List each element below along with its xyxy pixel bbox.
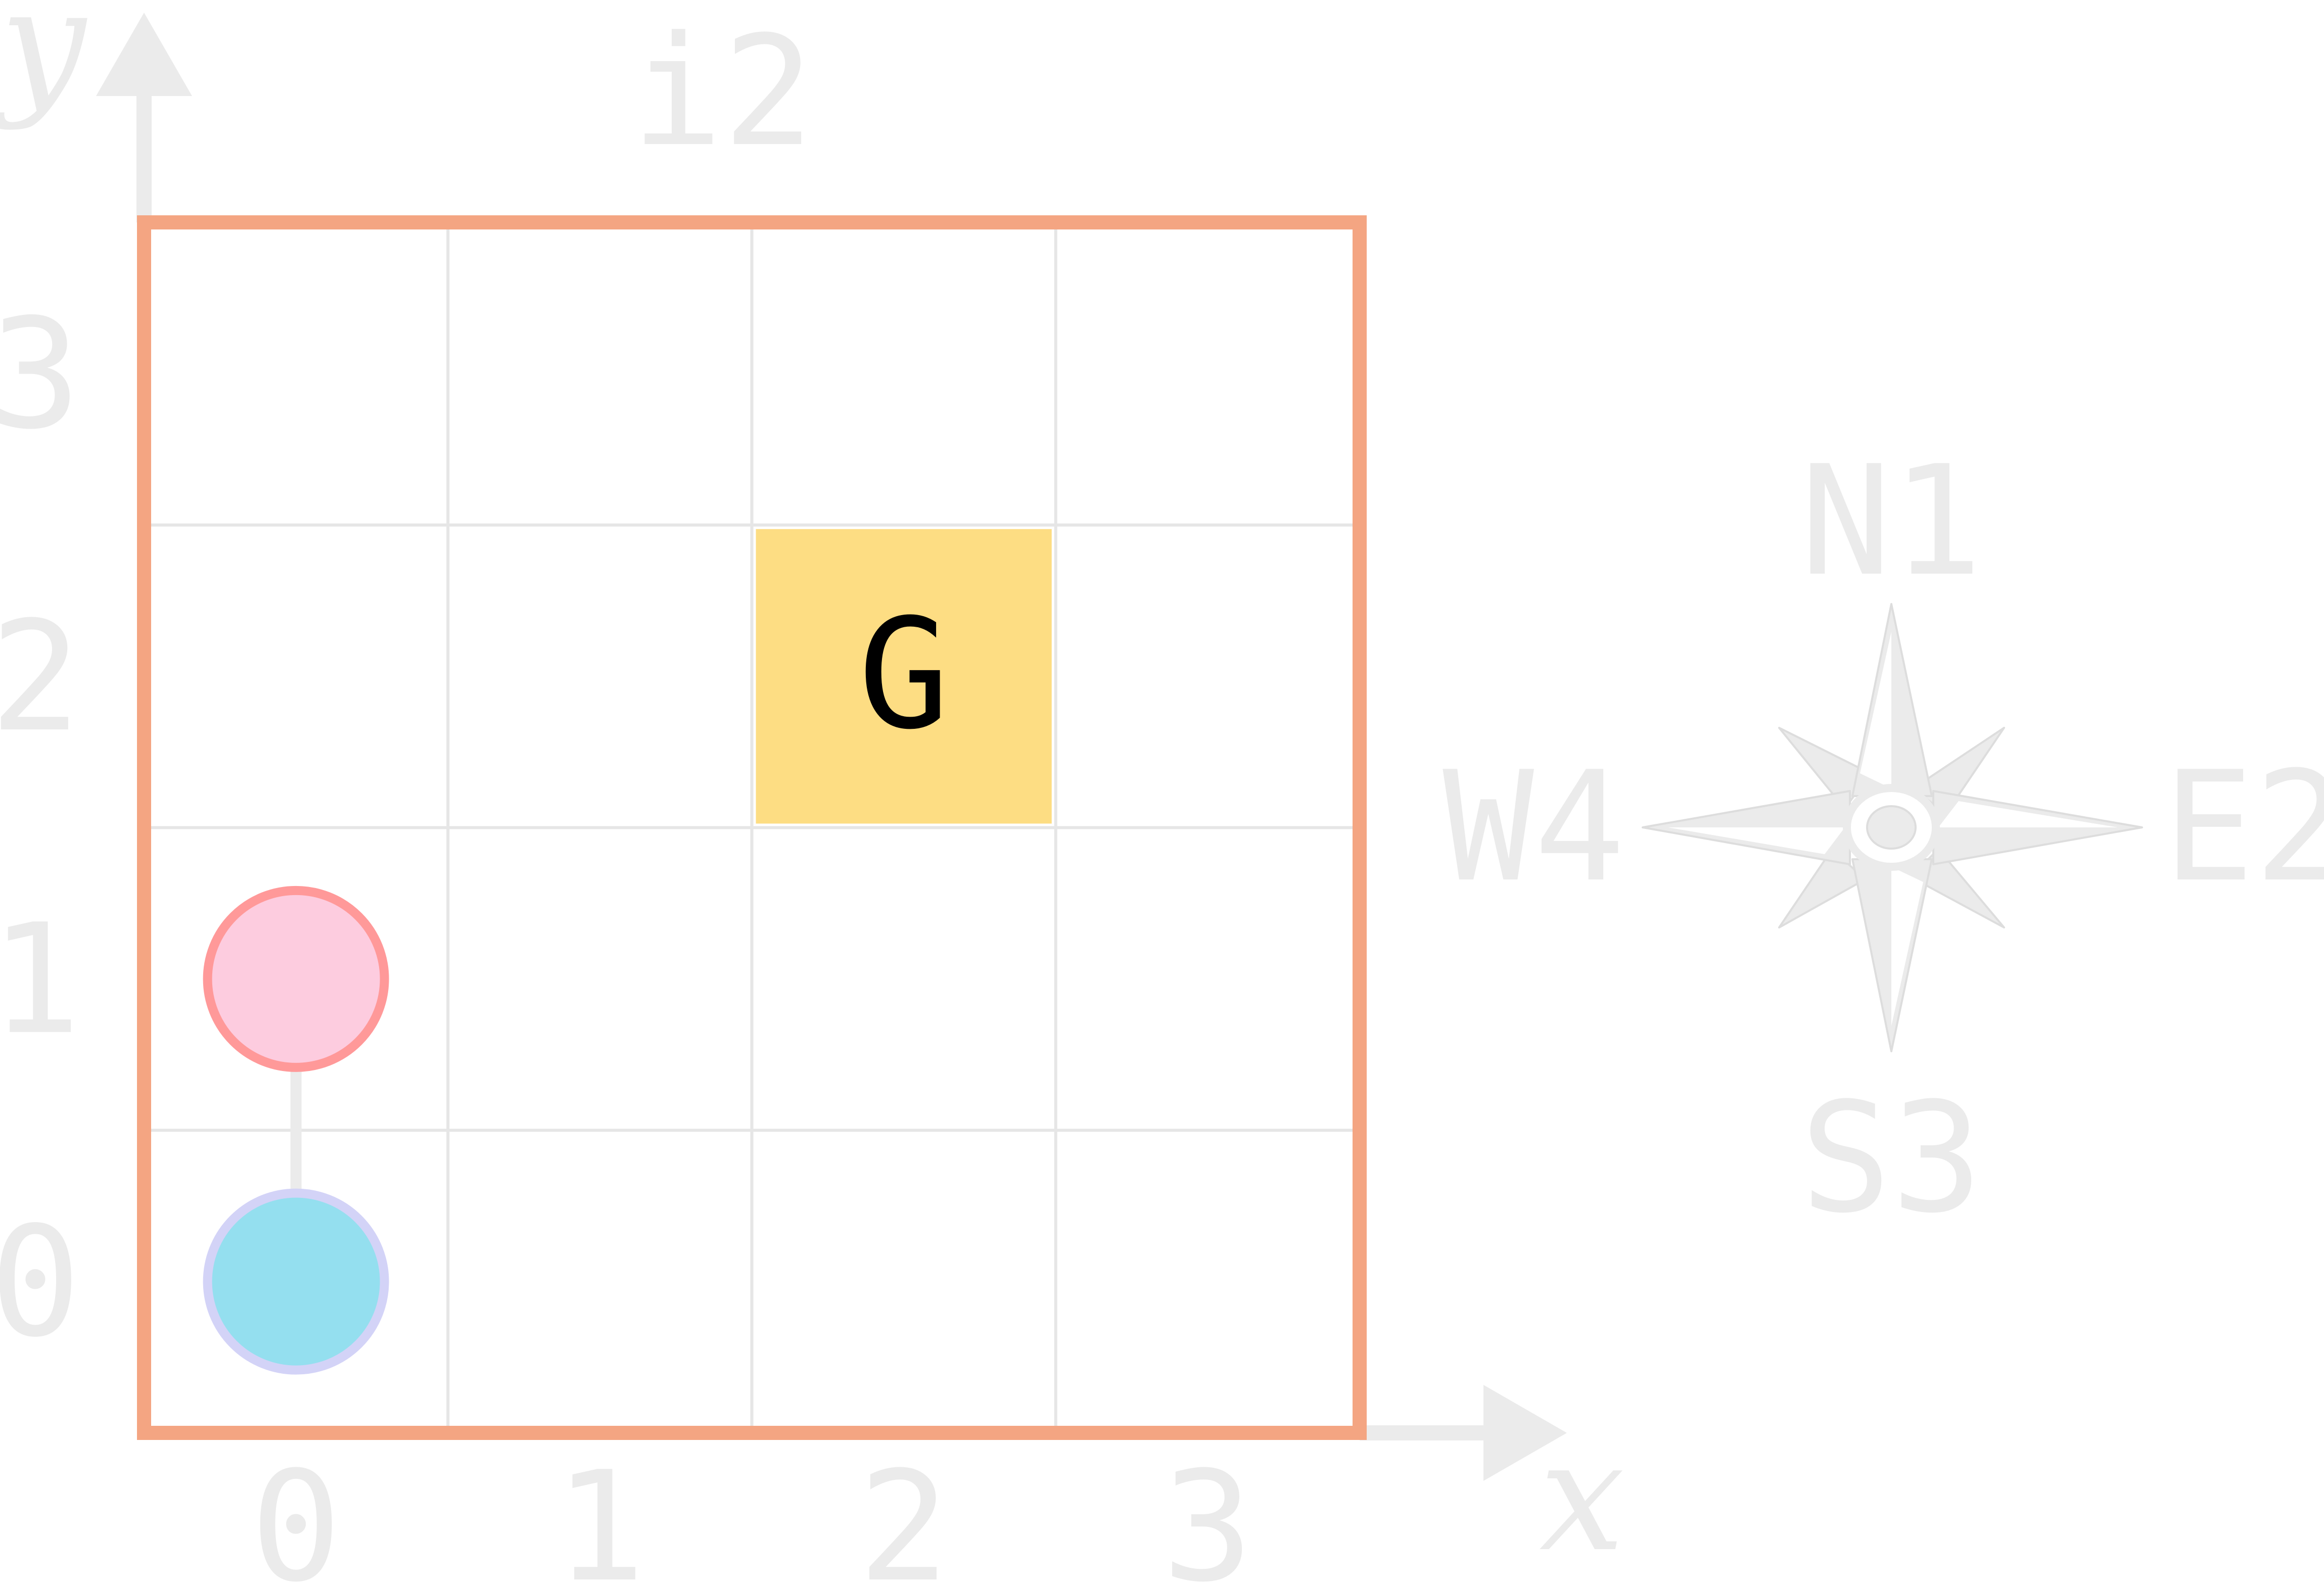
x-axis-arrowhead [1483, 1385, 1567, 1481]
compass-hub-inner [1866, 805, 1917, 850]
compass-south-label: S3 [1800, 1070, 1982, 1246]
y-axis-arrowhead [96, 13, 192, 96]
pink-agent [203, 886, 389, 1072]
goal-label: G [858, 586, 950, 763]
x-tick-label: 2 [858, 1439, 950, 1583]
compass-star-icon [1642, 603, 2143, 1052]
x-axis: x [1360, 1385, 1625, 1583]
tick-labels: 0 1 2 3 0 1 2 3 [0, 286, 1253, 1583]
x-axis-label: x [1539, 1409, 1624, 1583]
grid-board: G [137, 215, 1367, 1440]
y-tick-label: 1 [0, 892, 81, 1068]
compass-north-label: N1 [1800, 433, 1982, 610]
goal-cell [756, 529, 1052, 824]
grid-border [137, 215, 1367, 1440]
x-tick-label: 0 [250, 1439, 342, 1583]
x-tick-label: 1 [554, 1439, 646, 1583]
y-tick-label: 2 [0, 589, 81, 765]
diagram-title: i2 [631, 4, 814, 180]
y-tick-label: 0 [0, 1194, 81, 1371]
cyan-agent [203, 1188, 389, 1375]
y-axis-label: y [0, 0, 88, 132]
y-tick-label: 3 [0, 286, 81, 462]
compass-east-label: E2 [2163, 739, 2324, 915]
y-axis: y [0, 0, 192, 222]
compass-west-label: W4 [1443, 739, 1625, 915]
compass-rose: N1 S3 W4 E2 [1443, 433, 2324, 1246]
x-tick-label: 3 [1162, 1439, 1253, 1583]
